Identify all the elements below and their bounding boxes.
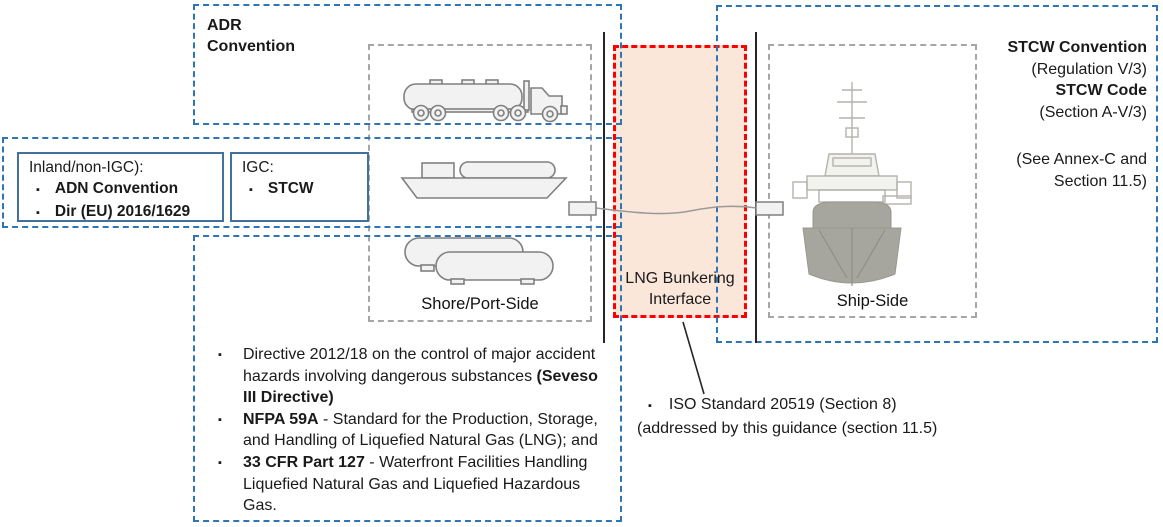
inland-non-igc-box: Inland/non-IGC): ▪ ADN Convention ▪ Dir … xyxy=(17,152,224,222)
tanker-truck-icon xyxy=(403,79,568,123)
regulation-name: 33 CFR Part 127 xyxy=(243,453,365,471)
iso-standard-note: ▪ ISO Standard 20519 (Section 8) (addres… xyxy=(637,394,967,439)
shore-quay-line xyxy=(603,32,605,343)
igc-item-label: STCW xyxy=(267,180,314,197)
square-bullet-icon: ▪ xyxy=(249,184,253,196)
regulation-text: Directive 2012/18 on the control of majo… xyxy=(243,346,596,385)
regulation-name: (Seveso III Directive) xyxy=(243,367,598,407)
list-item: 33 CFR Part 127 - Waterfront Facilities … xyxy=(217,452,615,517)
stcw-line: (Regulation V/3) xyxy=(1031,60,1147,78)
regulation-name: NFPA 59A xyxy=(243,410,319,428)
list-item: NFPA 59A - Standard for the Production, … xyxy=(217,409,615,452)
stcw-text-block: STCW Convention (Regulation V/3) STCW Co… xyxy=(897,37,1147,192)
stcw-line: STCW Code xyxy=(1055,82,1147,99)
inland-item-label: ADN Convention xyxy=(54,180,179,197)
list-item: ▪ ADN Convention xyxy=(29,178,216,201)
ship-side-zone: Ship-Side xyxy=(768,44,977,318)
inland-box-title: Inland/non-IGC): xyxy=(29,159,144,176)
callout-line xyxy=(682,321,705,395)
inland-item-label: Dir (EU) 2016/1629 xyxy=(54,203,191,220)
stcw-regulations-box: STCW Convention (Regulation V/3) STCW Co… xyxy=(716,5,1158,343)
stcw-line xyxy=(897,123,1147,149)
ship-bow-icon xyxy=(792,82,912,286)
stcw-line: STCW Convention xyxy=(1007,39,1147,56)
hose-connection-icon xyxy=(568,201,784,216)
shore-regulations-box: Directive 2012/18 on the control of majo… xyxy=(193,235,622,522)
square-bullet-icon: ▪ xyxy=(648,400,652,412)
ship-hull-line xyxy=(755,32,757,343)
iso-note-line1: ISO Standard 20519 (Section 8) xyxy=(668,396,897,413)
lng-bunkering-interface-zone: LNG Bunkering Interface xyxy=(613,45,747,318)
stcw-line: (Section A-V/3) xyxy=(1039,103,1147,121)
igc-box: IGC: ▪ STCW xyxy=(230,152,369,222)
list-item: ▪ ISO Standard 20519 (Section 8) xyxy=(637,394,967,418)
ship-side-label: Ship-Side xyxy=(836,292,909,310)
stcw-line: Section 11.5) xyxy=(1053,172,1147,190)
iso-note-line2: (addressed by this guidance (section 11.… xyxy=(637,419,938,437)
bunker-barge-icon xyxy=(400,161,568,199)
list-item: Directive 2012/18 on the control of majo… xyxy=(217,344,615,409)
stcw-line: (See Annex-C and xyxy=(1016,151,1147,168)
adr-convention-label: ADR Convention xyxy=(207,17,295,55)
square-bullet-icon: ▪ xyxy=(36,184,40,196)
regulation-text: - Waterfront Facilities Handling Liquefi… xyxy=(243,453,588,515)
square-bullet-icon: ▪ xyxy=(36,207,40,219)
list-item: ▪ STCW xyxy=(242,178,361,201)
crew-regulations-box: Inland/non-IGC): ▪ ADN Convention ▪ Dir … xyxy=(2,137,622,228)
adr-convention-box: ADR Convention xyxy=(193,4,622,125)
shore-regulations-list: Directive 2012/18 on the control of majo… xyxy=(217,344,615,517)
regulation-text: - Standard for the Production, Storage, … xyxy=(243,410,598,450)
interface-label: LNG Bunkering Interface xyxy=(625,270,735,308)
igc-box-title: IGC: xyxy=(242,159,274,176)
storage-tanks-icon xyxy=(404,237,554,285)
shore-side-label: Shore/Port-Side xyxy=(421,295,539,313)
list-item: ▪ Dir (EU) 2016/1629 xyxy=(29,201,216,224)
shore-port-side-zone: Shore/Port-Side xyxy=(368,44,592,322)
